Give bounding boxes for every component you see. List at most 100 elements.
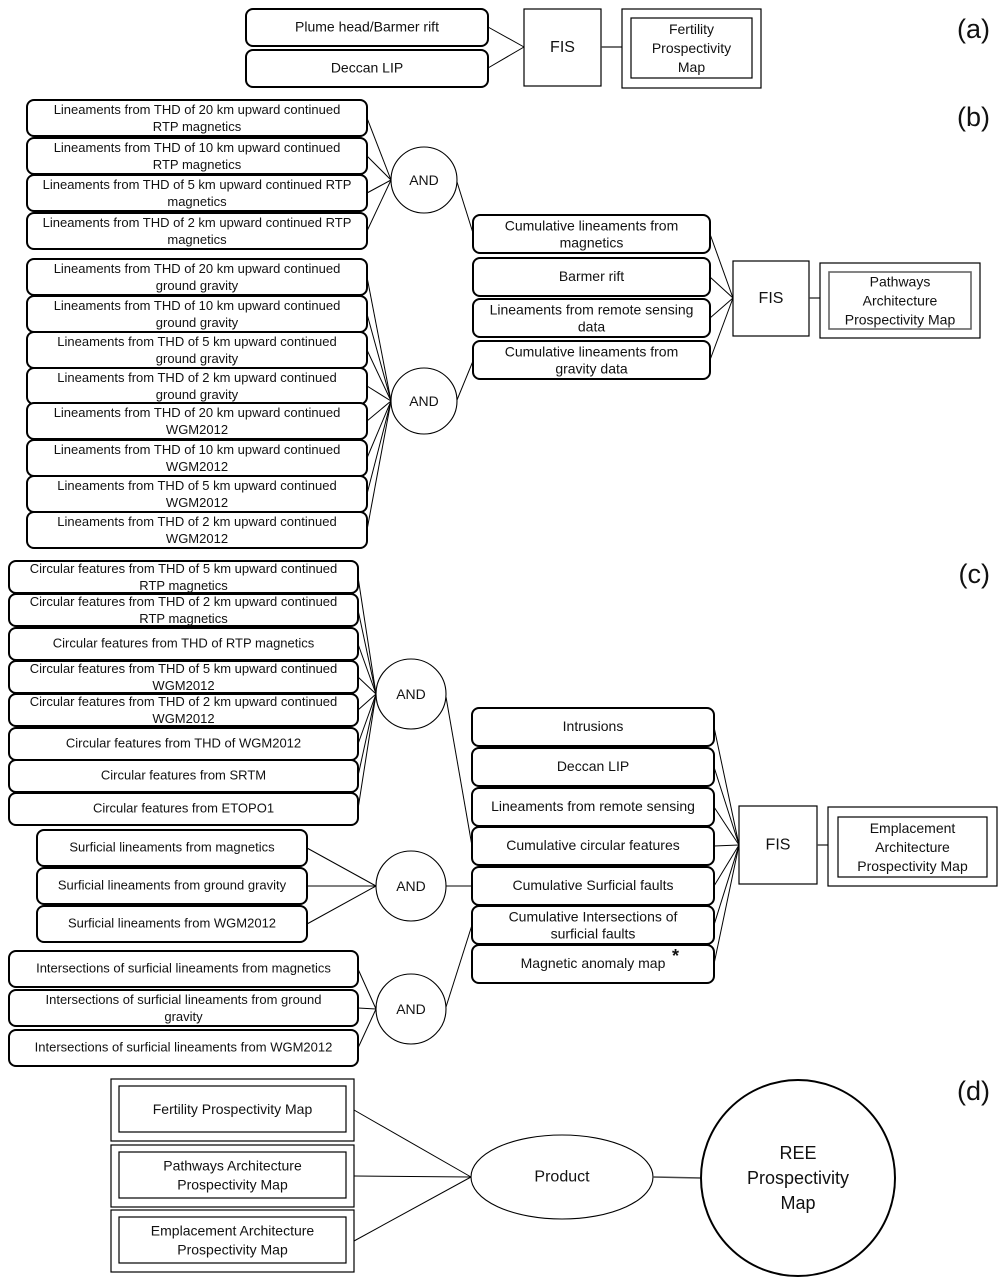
pathways-architecture-map-b-line: Architecture xyxy=(863,293,938,309)
edge-a-input-1 xyxy=(487,46,525,69)
pathways-magnetic-input-1-line: Lineaments from THD of 10 km upward cont… xyxy=(54,140,341,155)
edge-c-mid-1 xyxy=(713,766,740,846)
fertility-prospectivity-map-a-line: Fertility xyxy=(669,21,714,37)
emplacement-intersection-input-2: Intersections of surficial lineaments fr… xyxy=(8,1029,359,1067)
pathways-magnetic-input-2: Lineaments from THD of 5 km upward conti… xyxy=(26,174,368,212)
fis-node-a-line: FIS xyxy=(550,39,575,56)
pathways-gravity-input-1-line: Lineaments from THD of 10 km upward cont… xyxy=(54,298,341,313)
ree-prospectivity-map-circle xyxy=(700,1079,896,1277)
edge-d-product-output xyxy=(652,1176,702,1179)
edge-d-input-2 xyxy=(353,1176,472,1242)
emplacement-surficial-input-0-line: Surficial lineaments from magnetics xyxy=(69,840,275,855)
pathways-gravity-input-1: Lineaments from THD of 10 km upward cont… xyxy=(26,295,368,333)
pathways-gravity-input-2-line: Lineaments from THD of 5 km upward conti… xyxy=(57,334,336,349)
edge-c-mid-5 xyxy=(713,844,740,926)
edge-b-mid-3 xyxy=(709,297,734,361)
pathways-gravity-input-6-line: WGM2012 xyxy=(166,495,228,510)
emplacement-layer-0-line: Intrusions xyxy=(563,718,624,734)
emplacement-layer-6-line: Magnetic anomaly map xyxy=(521,955,666,971)
emplacement-circular-input-0-line: RTP magnetics xyxy=(139,578,228,593)
emplacement-layer-5-line: Cumulative Intersections of xyxy=(509,909,678,925)
and-gate-b1-label: AND xyxy=(409,172,439,188)
edge-c-g3-2 xyxy=(357,1008,377,1049)
fis-node-b-line: FIS xyxy=(759,290,784,307)
panel-label-b: (b) xyxy=(957,102,990,132)
emplacement-circular-input-5-line: Circular features from THD of WGM2012 xyxy=(66,736,301,751)
emplacement-circular-input-0-line: Circular features from THD of 5 km upwar… xyxy=(30,561,338,576)
edge-c-gate1-mid xyxy=(445,696,473,847)
and-gate-c1: AND xyxy=(375,658,447,730)
pathways-layer-0-line: Cumulative lineaments from xyxy=(505,218,679,234)
pathways-magnetic-input-3-line: magnetics xyxy=(167,232,227,247)
emplacement-surficial-input-2-line: Surficial lineaments from WGM2012 xyxy=(68,916,276,931)
edge-b-g2-2 xyxy=(366,349,392,402)
pathways-magnetic-input-2-line: magnetics xyxy=(167,194,227,209)
emplacement-circular-input-1: Circular features from THD of 2 km upwar… xyxy=(8,593,359,627)
emplacement-surficial-input-1-line: Surficial lineaments from ground gravity xyxy=(58,878,287,893)
emplacement-layer-0: Intrusions xyxy=(471,707,715,747)
pathways-gravity-input-5-line: WGM2012 xyxy=(166,459,228,474)
emplacement-surficial-input-1: Surficial lineaments from ground gravity xyxy=(36,867,308,905)
emplacement-circular-input-5: Circular features from THD of WGM2012 xyxy=(8,727,359,761)
emplacement-intersection-input-1-line: Intersections of surficial lineaments fr… xyxy=(45,992,321,1007)
ree-prospectivity-map-line: REE xyxy=(779,1143,816,1163)
edge-c-g1-7 xyxy=(357,693,377,810)
emplacement-intersection-input-0: Intersections of surficial lineaments fr… xyxy=(8,950,359,988)
edge-b-gate1-mid xyxy=(456,181,474,234)
and-gate-b2-circle xyxy=(390,367,458,435)
emplacement-layer-5-line: surficial faults xyxy=(551,926,636,942)
emplacement-layer-3: Cumulative circular features xyxy=(471,826,715,866)
edge-c-g1-5 xyxy=(357,693,377,745)
pathways-layer-0-line: magnetics xyxy=(560,235,624,251)
fis-node-c-shape xyxy=(738,805,818,885)
edge-b-g2-0 xyxy=(366,276,392,402)
and-gate-c2: AND xyxy=(375,850,447,922)
emplacement-layer-6: Magnetic anomaly map * xyxy=(471,944,715,984)
pathways-gravity-input-4-line: WGM2012 xyxy=(166,422,228,437)
edge-c-mid-0 xyxy=(713,726,740,846)
and-gate-b1: AND xyxy=(390,146,458,214)
emplacement-surficial-input-2: Surficial lineaments from WGM2012 xyxy=(36,905,308,943)
pathways-gravity-input-2: Lineaments from THD of 5 km upward conti… xyxy=(26,331,368,369)
pathways-magnetic-input-1: Lineaments from THD of 10 km upward cont… xyxy=(26,137,368,175)
edge-b-gate2-mid xyxy=(456,360,474,401)
edge-b-g2-6 xyxy=(366,400,392,495)
fertility-input-1-line: Deccan LIP xyxy=(331,60,403,76)
edge-c-mid-2 xyxy=(713,806,740,846)
pathways-gravity-input-7-line: WGM2012 xyxy=(166,531,228,546)
and-gate-c3-circle xyxy=(375,973,447,1045)
emplacement-circular-input-1-line: Circular features from THD of 2 km upwar… xyxy=(30,594,338,609)
pathways-gravity-input-5-line: Lineaments from THD of 10 km upward cont… xyxy=(54,442,341,457)
fertility-input-1-shape xyxy=(245,49,489,88)
prospectivity-map-input-2-line: Emplacement Architecture xyxy=(151,1223,315,1239)
pathways-gravity-input-0-line: ground gravity xyxy=(156,278,239,293)
fertility-prospectivity-map-a-inner-frame xyxy=(630,17,753,79)
pathways-gravity-input-3-line: Lineaments from THD of 2 km upward conti… xyxy=(57,370,336,385)
prospectivity-map-input-2-inner-frame xyxy=(118,1216,347,1264)
pathways-gravity-input-2-line: ground gravity xyxy=(156,351,239,366)
edge-c-g3-1 xyxy=(357,1007,377,1010)
pathways-layer-1-line: Barmer rift xyxy=(559,268,624,284)
and-gate-b2: AND xyxy=(390,367,458,435)
pathways-magnetic-input-2-line: Lineaments from THD of 5 km upward conti… xyxy=(43,177,352,192)
fis-node-c: FIS xyxy=(738,805,818,885)
emplacement-circular-input-3-line: Circular features from THD of 5 km upwar… xyxy=(30,661,338,676)
emplacement-circular-input-1-line: RTP magnetics xyxy=(139,611,228,626)
footnote-asterisk: * xyxy=(672,946,679,966)
fertility-input-0-line: Plume head/Barmer rift xyxy=(295,19,439,35)
pathways-gravity-input-3-line: ground gravity xyxy=(156,387,239,402)
emplacement-intersection-input-1: Intersections of surficial lineaments fr… xyxy=(8,989,359,1027)
pathways-gravity-input-4: Lineaments from THD of 20 km upward cont… xyxy=(26,402,368,440)
edge-b-g2-1 xyxy=(366,313,392,402)
pathways-layer-2-line: Lineaments from remote sensing xyxy=(490,302,694,318)
pathways-layer-3-line: Cumulative lineaments from xyxy=(505,344,679,360)
edge-c-g1-1 xyxy=(357,609,377,695)
edge-c-g2-0 xyxy=(306,847,377,887)
emplacement-circular-input-4-line: WGM2012 xyxy=(152,711,214,726)
